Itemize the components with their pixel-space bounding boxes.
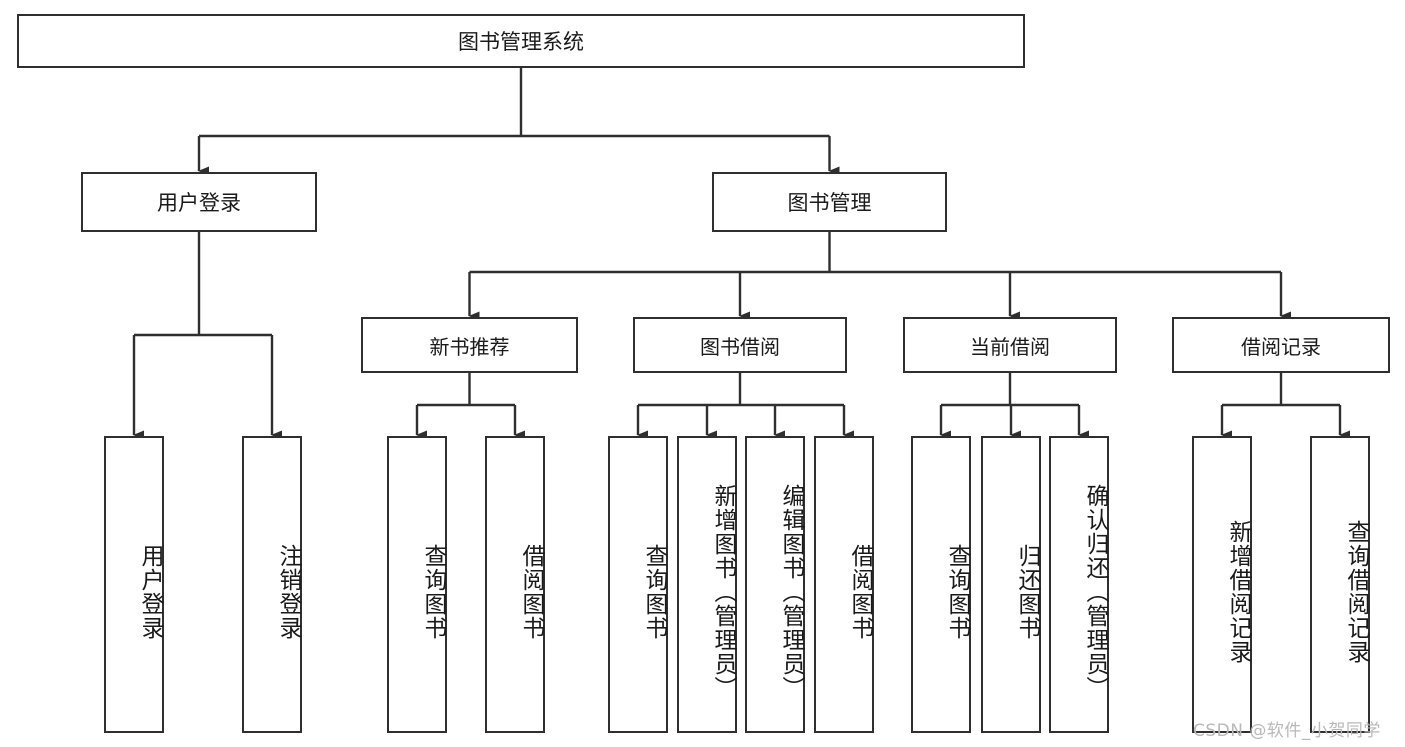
node-leaf-logout[interactable]: 注销登录 xyxy=(242,436,302,733)
node-label: 当前借阅 xyxy=(970,334,1050,359)
node-leaf-query-book-current[interactable]: 查询图书 xyxy=(911,436,971,733)
node-label: 用户登录 xyxy=(157,191,241,215)
node-leaf-user-login[interactable]: 用户登录 xyxy=(104,436,164,733)
node-label: 用户登录 xyxy=(137,543,163,640)
node-leaf-add-book[interactable]: 新增图书（管理员） xyxy=(677,436,737,733)
node-label: 查询图书 xyxy=(944,543,970,640)
node-label: 图书管理系统 xyxy=(458,30,584,54)
node-root[interactable]: 图书管理系统 xyxy=(17,14,1025,68)
node-leaf-query-borrow-record[interactable]: 查询借阅记录 xyxy=(1310,436,1370,733)
node-label: 查询图书 xyxy=(420,543,446,640)
node-user-login[interactable]: 用户登录 xyxy=(81,172,317,232)
node-label: 借阅图书 xyxy=(518,543,544,640)
node-label: 查询借阅记录 xyxy=(1343,519,1369,664)
node-label: 注销登录 xyxy=(275,543,301,640)
node-label: 图书借阅 xyxy=(700,334,780,359)
edge-group xyxy=(132,68,1350,440)
node-borrow-record[interactable]: 借阅记录 xyxy=(1172,317,1390,373)
node-label: 编辑图书（管理员） xyxy=(778,483,804,700)
node-leaf-query-book-recommend[interactable]: 查询图书 xyxy=(387,436,447,733)
node-label: 归还图书 xyxy=(1014,543,1040,640)
csdn-watermark: CSDN @软件_小贺同学 xyxy=(1193,721,1381,741)
node-leaf-borrow-book[interactable]: 借阅图书 xyxy=(814,436,874,733)
node-leaf-add-borrow-record[interactable]: 新增借阅记录 xyxy=(1192,436,1252,733)
node-label: 借阅记录 xyxy=(1241,334,1321,359)
node-leaf-query-book-borrow[interactable]: 查询图书 xyxy=(608,436,668,733)
node-leaf-return-book[interactable]: 归还图书 xyxy=(981,436,1041,733)
node-label: 借阅图书 xyxy=(847,543,873,640)
node-label: 图书管理 xyxy=(787,191,872,215)
node-leaf-confirm-return[interactable]: 确认归还（管理员） xyxy=(1049,436,1109,733)
node-book-manage[interactable]: 图书管理 xyxy=(712,172,947,232)
node-new-book-recommend[interactable]: 新书推荐 xyxy=(361,317,578,373)
node-label: 确认归还（管理员） xyxy=(1082,483,1108,700)
node-label: 新增图书（管理员） xyxy=(710,483,736,700)
node-label: 新书推荐 xyxy=(429,334,510,359)
node-current-borrow[interactable]: 当前借阅 xyxy=(903,317,1117,373)
node-label: 查询图书 xyxy=(641,543,667,640)
node-leaf-borrow-book-recommend[interactable]: 借阅图书 xyxy=(485,436,545,733)
node-book-borrow[interactable]: 图书借阅 xyxy=(633,317,847,373)
node-leaf-edit-book[interactable]: 编辑图书（管理员） xyxy=(745,436,805,733)
node-label: 新增借阅记录 xyxy=(1225,519,1251,664)
